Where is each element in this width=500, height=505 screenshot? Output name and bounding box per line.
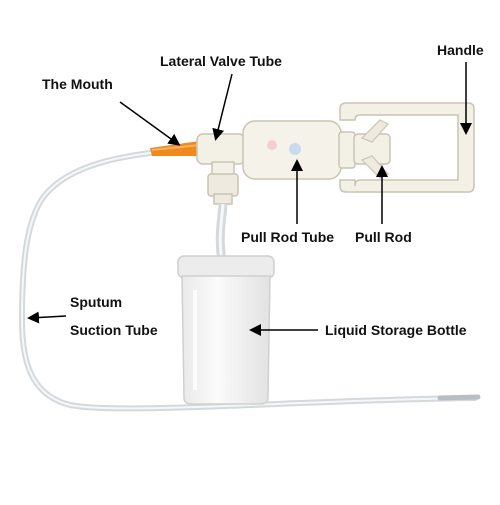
mouth-arrow [119, 101, 181, 146]
label-the-mouth: The Mouth [42, 76, 113, 92]
label-suction-tube: Suction Tube [70, 322, 158, 338]
label-handle: Handle [437, 42, 484, 58]
tube-tip-shape [437, 394, 481, 401]
label-pull-rod: Pull Rod [355, 229, 412, 245]
storage-bottle-shape [177, 255, 275, 405]
sputum-arrow [27, 311, 67, 324]
label-liquid-storage-bottle: Liquid Storage Bottle [325, 322, 467, 338]
handle-shape [339, 102, 475, 193]
label-lateral-valve-tube: Lateral Valve Tube [160, 53, 282, 69]
lateral-valve-arrow [212, 73, 233, 141]
label-pull-rod-tube: Pull Rod Tube [241, 229, 335, 245]
label-sputum: Sputum [70, 294, 123, 310]
lateral-valve-shape [196, 133, 246, 165]
